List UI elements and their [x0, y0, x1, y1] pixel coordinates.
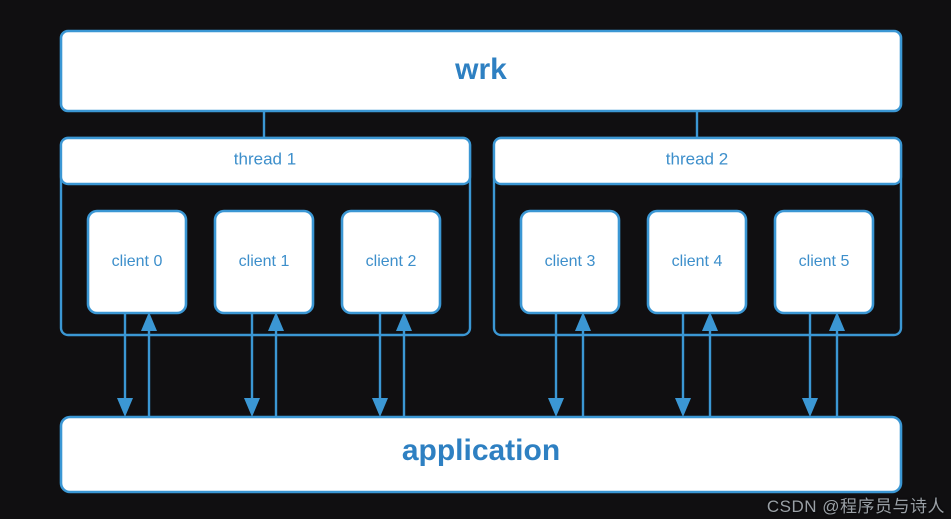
thread-2-header-rect	[492, 136, 903, 186]
flow-arrows-client-4	[675, 312, 718, 417]
client-3-rect	[519, 209, 621, 315]
wrk-box-rect	[59, 29, 903, 113]
arrow-up-head-client-5	[829, 312, 845, 331]
client-3-box[interactable]: client 3	[519, 209, 621, 315]
arrow-down-head-client-2	[372, 398, 388, 417]
client-1-rect	[213, 209, 315, 315]
arrow-down-head-client-0	[117, 398, 133, 417]
wrk-box[interactable]: wrk	[59, 29, 903, 113]
flow-arrows-client-3	[548, 312, 591, 417]
thread-2-container[interactable]: thread 2 client 3 client 4 client 5	[492, 136, 903, 337]
client-4-rect	[646, 209, 748, 315]
client-5-box[interactable]: client 5	[773, 209, 875, 315]
arrow-up-head-client-3	[575, 312, 591, 331]
arrow-down-head-client-4	[675, 398, 691, 417]
thread-1-header-rect	[59, 136, 472, 186]
client-0-box[interactable]: client 0	[86, 209, 188, 315]
application-box-label: application	[402, 434, 560, 467]
client-1-label: client 1	[239, 253, 290, 270]
client-0-label: client 0	[112, 253, 163, 270]
flow-arrows-client-1	[244, 312, 284, 417]
arrow-down-head-client-3	[548, 398, 564, 417]
client-2-label: client 2	[366, 253, 417, 270]
flow-arrows-client-0	[117, 312, 157, 417]
client-0-rect	[86, 209, 188, 315]
client-5-label: client 5	[799, 253, 850, 270]
thread-1-label: thread 1	[234, 149, 296, 168]
flow-arrows-client-2	[372, 312, 412, 417]
arrow-up-head-client-0	[141, 312, 157, 331]
arrow-up-head-client-1	[268, 312, 284, 331]
application-box[interactable]: application	[59, 415, 903, 494]
client-1-box[interactable]: client 1	[213, 209, 315, 315]
client-3-label: client 3	[545, 253, 596, 270]
flow-arrows-client-5	[802, 312, 845, 417]
arrow-up-head-client-4	[702, 312, 718, 331]
application-box-rect	[59, 415, 903, 494]
wrk-box-label: wrk	[454, 53, 507, 86]
client-4-label: client 4	[672, 253, 723, 270]
client-2-rect	[340, 209, 442, 315]
thread-1-container[interactable]: thread 1 client 0 client 1 client 2	[59, 136, 472, 337]
client-4-box[interactable]: client 4	[646, 209, 748, 315]
arrow-down-head-client-1	[244, 398, 260, 417]
thread-2-label: thread 2	[666, 149, 728, 168]
arrow-down-head-client-5	[802, 398, 818, 417]
client-2-box[interactable]: client 2	[340, 209, 442, 315]
arrow-up-head-client-2	[396, 312, 412, 331]
client-5-rect	[773, 209, 875, 315]
watermark-text: CSDN @程序员与诗人	[766, 497, 945, 516]
